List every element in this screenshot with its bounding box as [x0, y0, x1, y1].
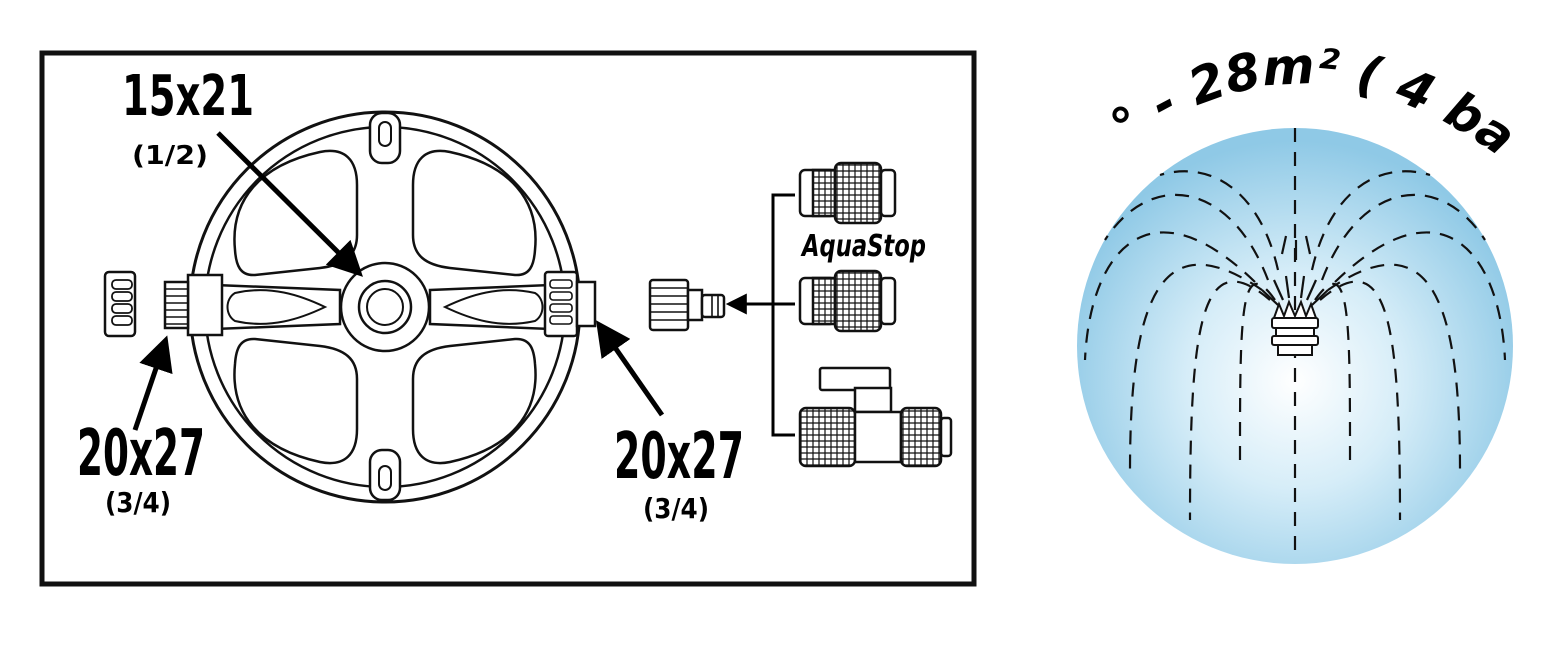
lobe-bottom-left: [233, 337, 359, 465]
threaded-adapter: [648, 278, 726, 332]
arrow-to-center: [216, 131, 363, 277]
sprinkler-head-icon: [1271, 299, 1319, 356]
near-nozzle-spray: [1261, 235, 1329, 306]
center-inch-label: (1/2): [132, 141, 208, 171]
valve-connector: [798, 366, 953, 468]
left-inch-label: (3/4): [105, 486, 171, 519]
lobe-top-right: [411, 149, 537, 277]
standard-connector: [798, 269, 897, 333]
left-plug: [103, 270, 137, 338]
left-inlet-thread: [163, 280, 190, 330]
arrow-to-left-inlet: [132, 335, 173, 431]
arrow-to-right-outlet: [595, 320, 665, 417]
lobe-bottom-right: [411, 337, 537, 465]
right-outlet-coupling: [543, 270, 597, 338]
pointer-arrows: [132, 131, 665, 431]
left-inlet-collar: [186, 273, 224, 337]
aquastop-connector: [798, 161, 897, 225]
aquastop-label: AquaStop: [800, 229, 926, 264]
center-size-label: 15x21: [122, 64, 254, 129]
right-size-label: 20x27: [614, 420, 744, 494]
right-inch-label: (3/4): [643, 492, 709, 525]
accessory-bracket: [771, 193, 795, 437]
left-size-label: 20x27: [77, 417, 205, 491]
